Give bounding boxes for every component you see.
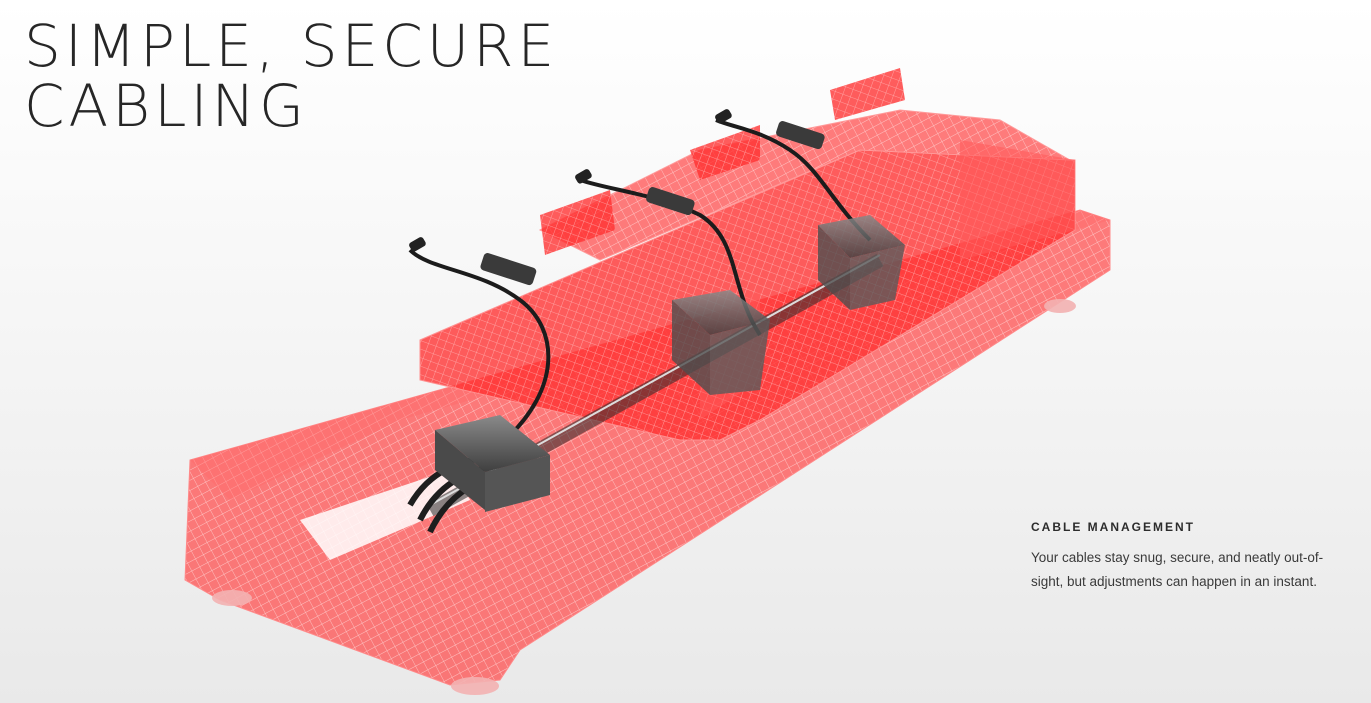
cables bbox=[408, 118, 872, 442]
headline-line-1: SIMPLE, SECURE bbox=[24, 12, 559, 80]
feature-description: Your cables stay snug, secure, and neatl… bbox=[1031, 550, 1324, 589]
cable-clips bbox=[435, 215, 905, 512]
feature-title: CABLE MANAGEMENT bbox=[1031, 520, 1195, 534]
page-headline: SIMPLE, SECURE CABLING bbox=[24, 16, 558, 136]
feature-block: CABLE MANAGEMENT Your cables stay snug, … bbox=[1031, 520, 1341, 594]
connectors bbox=[409, 109, 825, 286]
headline-line-2: CABLING bbox=[24, 72, 308, 140]
